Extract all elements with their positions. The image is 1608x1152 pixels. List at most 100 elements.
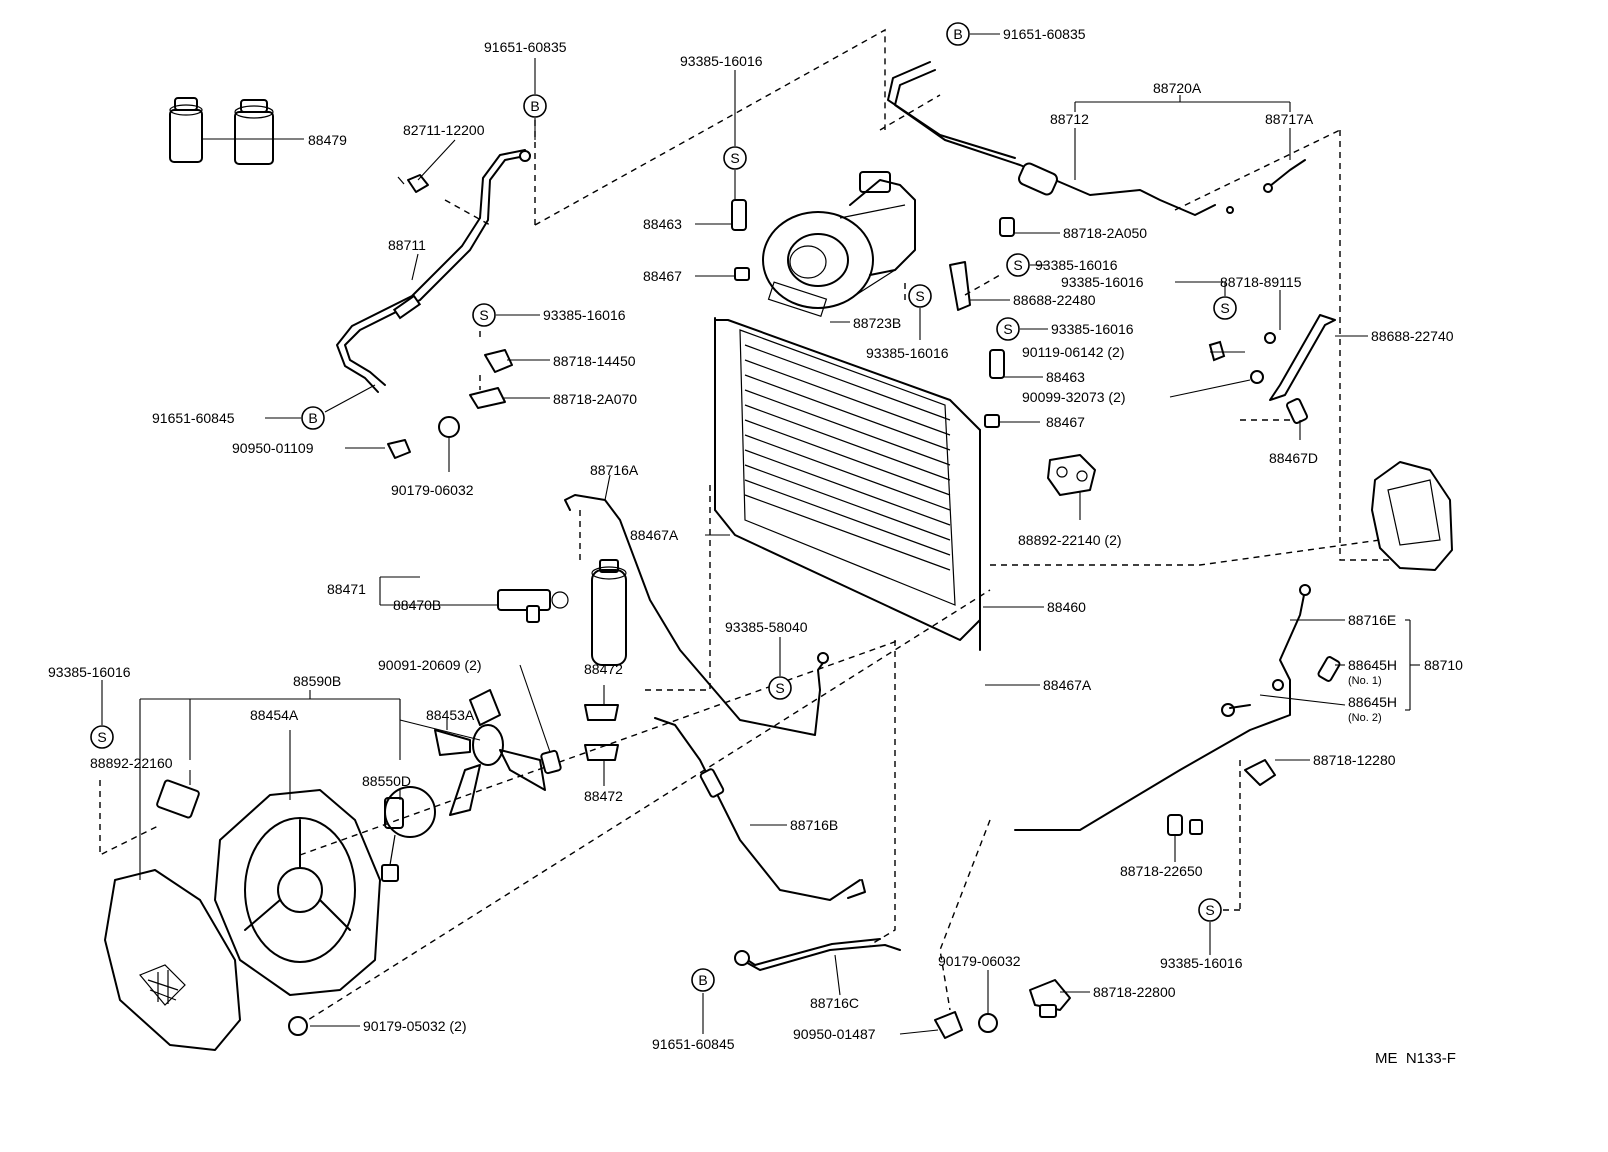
label-93385-16016-g: 93385-16016 xyxy=(48,664,131,680)
label-88463-b: 88463 xyxy=(1046,369,1085,385)
fan-assembly xyxy=(104,689,546,1051)
label-91651-60845-bottom: 91651-60845 xyxy=(652,1036,735,1052)
marker-s-b: S xyxy=(723,146,747,170)
label-88718-89115: 88718-89115 xyxy=(1220,274,1302,290)
compressor xyxy=(762,171,916,309)
label-88716c: 88716C xyxy=(810,995,859,1011)
liquid-tube-88716b xyxy=(654,717,866,901)
evaporator-case xyxy=(1371,461,1453,571)
receiver-dryer-canisters xyxy=(169,97,274,165)
label-88720a: 88720A xyxy=(1153,80,1202,96)
liquid-tube-88716a xyxy=(564,494,829,736)
discharge-hose-88712 xyxy=(887,61,1306,216)
marker-b-bottom: B xyxy=(691,968,715,992)
label-88467-a: 88467 xyxy=(643,268,682,284)
diagram-code: ME N133-F xyxy=(1375,1050,1456,1067)
label-93385-16016-e: 93385-16016 xyxy=(1061,274,1144,290)
label-88892-22140: 88892-22140 (2) xyxy=(1018,532,1122,548)
svg-text:B: B xyxy=(530,98,539,114)
label-93385-16016-b: 93385-16016 xyxy=(680,53,763,69)
marker-s-f: S xyxy=(996,317,1020,341)
marker-b-left: B xyxy=(301,406,325,430)
marker-s-e: S xyxy=(1213,296,1237,320)
liquid-tube-88716e xyxy=(1014,584,1341,831)
label-88718-22800: 88718-22800 xyxy=(1093,984,1176,1000)
label-88460: 88460 xyxy=(1047,599,1086,615)
label-88688-22480: 88688-22480 xyxy=(1013,292,1096,308)
liquid-tube-88716c xyxy=(734,938,901,971)
marker-b-right: B xyxy=(946,22,970,46)
label-88472-a: 88472 xyxy=(584,661,623,677)
svg-text:S: S xyxy=(1003,321,1012,337)
label-88472-b: 88472 xyxy=(584,788,623,804)
label-93385-16016-d: 93385-16016 xyxy=(1035,257,1118,273)
label-91651-60835-right: 91651-60835 xyxy=(1003,26,1086,42)
label-88550d: 88550D xyxy=(362,773,411,789)
svg-text:B: B xyxy=(698,972,707,988)
label-88471: 88471 xyxy=(327,581,366,597)
label-90179-06032-right: 90179-06032 xyxy=(938,953,1021,969)
label-90099-32073: 90099-32073 (2) xyxy=(1022,389,1126,405)
label-88718-2a070: 88718-2A070 xyxy=(553,391,637,407)
label-88645h-2: 88645H xyxy=(1348,694,1397,710)
label-88718-2a050: 88718-2A050 xyxy=(1063,225,1147,241)
label-90091-20609: 90091-20609 (2) xyxy=(378,657,482,673)
svg-text:S: S xyxy=(775,680,784,696)
svg-text:S: S xyxy=(1220,300,1229,316)
label-88712: 88712 xyxy=(1050,111,1089,127)
label-93385-16016-h: 93385-16016 xyxy=(1160,955,1243,971)
label-88467a-b: 88467A xyxy=(1043,677,1092,693)
label-88645h-1-note: (No. 1) xyxy=(1348,675,1382,687)
marker-s-c: S xyxy=(908,284,932,308)
label-88470b: 88470B xyxy=(393,597,441,613)
dashed-guides xyxy=(99,28,1390,1026)
label-88710: 88710 xyxy=(1424,657,1463,673)
label-88463-a: 88463 xyxy=(643,216,682,232)
label-88716a: 88716A xyxy=(590,462,639,478)
bracket-88688-22740 xyxy=(1269,314,1336,424)
marker-s-d: S xyxy=(1006,253,1030,277)
label-88892-22160: 88892-22160 xyxy=(90,755,173,771)
label-90179-06032-left: 90179-06032 xyxy=(391,482,474,498)
label-88716b: 88716B xyxy=(790,817,838,833)
label-90119-06142: 90119-06142 (2) xyxy=(1022,344,1124,360)
hose-88711 xyxy=(336,149,531,393)
label-88467-b: 88467 xyxy=(1046,414,1085,430)
label-88645h-1: 88645H xyxy=(1348,657,1397,673)
label-88718-22650: 88718-22650 xyxy=(1120,863,1203,879)
label-93385-16016-f: 93385-16016 xyxy=(1051,321,1134,337)
marker-s-a: S xyxy=(472,303,496,327)
svg-text:S: S xyxy=(1205,902,1214,918)
label-88711: 88711 xyxy=(388,237,426,253)
svg-text:B: B xyxy=(953,26,962,42)
svg-text:S: S xyxy=(97,729,106,745)
svg-text:S: S xyxy=(1013,257,1022,273)
leader-lines xyxy=(101,33,1420,1035)
marker-s-g: S xyxy=(768,676,792,700)
label-88453a: 88453A xyxy=(426,707,475,723)
label-88718-12280: 88718-12280 xyxy=(1313,752,1396,768)
receiver-dryer-88471 xyxy=(497,559,627,775)
condenser-88460 xyxy=(714,281,981,651)
label-88467a-a: 88467A xyxy=(630,527,679,543)
label-88716e: 88716E xyxy=(1348,612,1396,628)
label-93385-16016-c: 93385-16016 xyxy=(866,345,949,361)
label-88717a: 88717A xyxy=(1265,111,1314,127)
label-90179-05032: 90179-05032 (2) xyxy=(363,1018,467,1034)
label-90950-01109: 90950-01109 xyxy=(232,440,314,456)
label-91651-60845-left: 91651-60845 xyxy=(152,410,235,426)
label-88688-22740: 88688-22740 xyxy=(1371,328,1454,344)
marker-b-top: B xyxy=(523,94,547,118)
label-88645h-2-note: (No. 2) xyxy=(1348,712,1382,724)
label-93385-58040: 93385-58040 xyxy=(725,619,808,635)
marker-s-h: S xyxy=(90,725,114,749)
lower-fittings xyxy=(934,759,1276,1039)
svg-text:S: S xyxy=(730,150,739,166)
label-88718-14450: 88718-14450 xyxy=(553,353,636,369)
marker-s-i: S xyxy=(1198,898,1222,922)
part-labels: 88479 91651-60835 82711-12200 88711 9165… xyxy=(48,26,1463,1052)
label-88454a: 88454A xyxy=(250,707,299,723)
svg-text:S: S xyxy=(479,307,488,323)
clip-82711 xyxy=(397,174,429,193)
